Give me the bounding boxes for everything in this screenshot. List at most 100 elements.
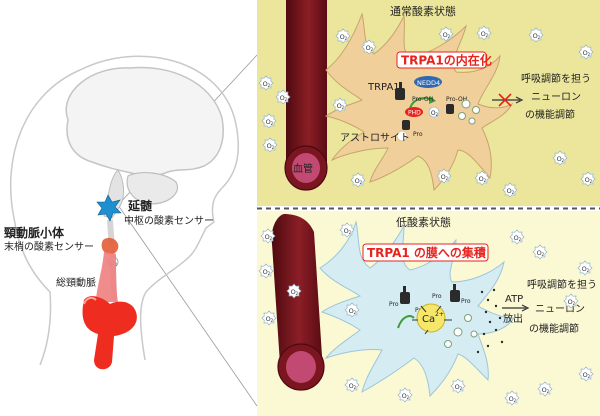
neuron-function-top-l2: ニューロン (531, 92, 581, 103)
svg-text:2: 2 (285, 97, 288, 102)
svg-text:2: 2 (271, 121, 274, 126)
svg-text:O: O (340, 33, 345, 41)
svg-text:O: O (263, 80, 268, 88)
svg-text:2: 2 (460, 386, 463, 391)
internalized-trpa1-icon (402, 104, 454, 130)
svg-text:2: 2 (448, 34, 451, 39)
svg-text:2: 2 (407, 395, 410, 400)
svg-text:2: 2 (270, 236, 273, 241)
trpa1-channel-icon (395, 82, 405, 100)
trpa1-label: TRPA1 (367, 82, 400, 93)
svg-text:O: O (557, 155, 562, 163)
blood-vessel-top (284, 0, 328, 191)
svg-text:2: 2 (446, 176, 449, 181)
svg-text:O: O (568, 298, 573, 306)
vesicles-bottom (444, 314, 478, 348)
svg-text:O: O (266, 315, 271, 323)
neuron-function-bottom-l3: の機能調節 (529, 322, 579, 335)
pro-label-b3: Pro (461, 298, 471, 305)
neuron-function-top-l3: の機能調節 (525, 108, 575, 121)
normoxia-header: 通常酸素状態 (390, 4, 456, 18)
svg-text:O: O (265, 233, 270, 241)
svg-text:O: O (542, 386, 547, 394)
svg-text:O: O (507, 187, 512, 195)
vesicles-top (396, 99, 480, 142)
svg-text:2: 2 (514, 398, 517, 403)
nedd4-badge: NEDD4 (414, 76, 442, 88)
svg-text:2: 2 (271, 318, 274, 323)
svg-text:O: O (582, 265, 587, 273)
hypoxia-header: 低酸素状態 (396, 215, 451, 229)
svg-text:O: O (455, 383, 460, 391)
pro-oh-label-1: Pro-OH (412, 96, 433, 103)
trpa1-channels-bottom (400, 284, 460, 304)
carotid-body-label: 頸動脈小体 (4, 225, 65, 240)
svg-text:O: O (441, 173, 446, 181)
svg-text:O: O (344, 227, 349, 235)
svg-text:O: O (583, 371, 588, 379)
carotid-artery-label: 総頸動脈 (56, 276, 96, 289)
svg-text:2: 2 (588, 374, 591, 379)
neuron-function-bottom-l2: ニューロン (535, 304, 585, 315)
pro-label-top: Pro (413, 131, 423, 138)
svg-text:Ca: Ca (422, 314, 435, 325)
svg-text:2+: 2+ (435, 311, 444, 318)
svg-text:O: O (366, 44, 371, 52)
output-arrow-icon (502, 304, 530, 312)
svg-text:2: 2 (484, 178, 487, 183)
svg-text:2: 2 (512, 190, 515, 195)
calcium-ion: Ca 2+ (416, 303, 446, 333)
svg-text:O: O (585, 176, 590, 184)
svg-text:O: O (280, 94, 285, 102)
svg-text:2: 2 (486, 33, 489, 38)
svg-text:2: 2 (538, 35, 541, 40)
svg-text:2: 2 (349, 230, 352, 235)
svg-text:2: 2 (573, 301, 576, 306)
svg-text:O: O (431, 110, 436, 117)
svg-text:2: 2 (272, 145, 275, 150)
trpa1-internalization-box (396, 51, 487, 69)
blocked-arrow-icon (492, 93, 524, 107)
svg-text:NEDD4: NEDD4 (417, 79, 440, 87)
svg-text:O: O (349, 307, 354, 315)
svg-text:2: 2 (268, 271, 271, 276)
trpa1-accumulation-box (362, 243, 489, 262)
svg-text:O: O (479, 175, 484, 183)
svg-text:O: O (291, 288, 296, 296)
svg-text:2: 2 (296, 291, 299, 296)
peripheral-sensor-label: 末梢の酸素センサー (4, 240, 94, 253)
svg-text:O: O (509, 395, 514, 403)
svg-text:2: 2 (562, 158, 565, 163)
svg-text:O: O (349, 382, 354, 390)
svg-text:O: O (266, 118, 271, 126)
svg-text:2: 2 (436, 112, 439, 117)
atp-release-dots (476, 288, 504, 354)
svg-text:O: O (402, 392, 407, 400)
svg-text:2: 2 (587, 268, 590, 273)
